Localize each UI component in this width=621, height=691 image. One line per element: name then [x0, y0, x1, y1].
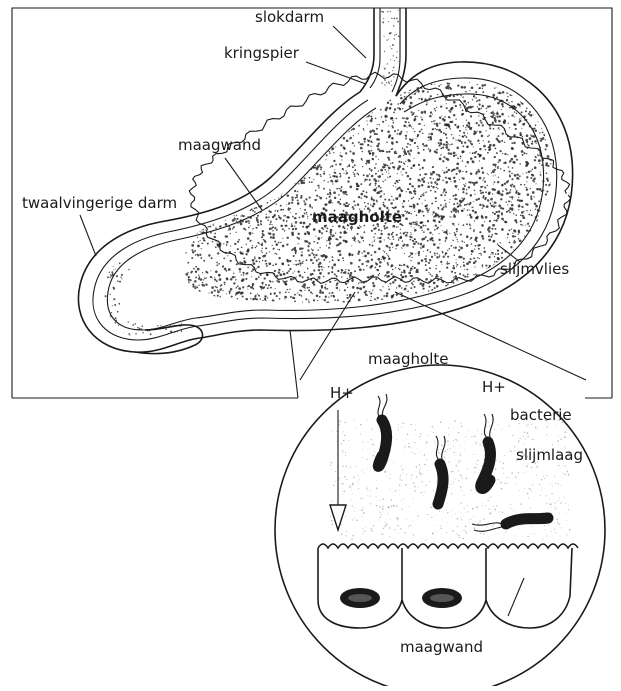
duodenum-stipple	[95, 254, 186, 344]
label-h-plus-right: H+	[482, 378, 506, 396]
label-maagholte-top: maagholte	[312, 208, 402, 226]
bacterium-4	[472, 518, 548, 531]
leader-lines	[80, 26, 520, 262]
bacterium-1	[378, 394, 387, 466]
label-twaalfvingerige-darm: twaalvingerige darm	[22, 194, 177, 212]
cell-2	[402, 548, 486, 628]
h-plus-arrow	[330, 410, 346, 530]
cell-2-nucleus-inner	[430, 594, 454, 602]
cell-row-top-edge	[318, 544, 578, 548]
bacterium-3	[481, 414, 493, 489]
label-maagwand-top: maagwand	[178, 136, 261, 154]
label-maagholte-circle: maagholte	[368, 350, 448, 368]
bacterium-2	[436, 436, 445, 504]
label-bacterie: bacterie	[510, 406, 572, 424]
zoom-lines	[290, 292, 586, 398]
cell-3	[486, 548, 572, 628]
esophagus	[360, 8, 406, 96]
cell-1-nucleus-inner	[348, 594, 372, 602]
label-slijmvlies: slijmvlies	[500, 260, 569, 278]
label-kringspier: kringspier	[224, 44, 300, 62]
label-maagwand-bottom: maagwand	[400, 638, 483, 656]
label-h-plus-left: H+	[330, 384, 354, 402]
label-slokdarm: slokdarm	[255, 8, 324, 26]
cell-3-inner-line	[508, 578, 524, 616]
label-slijmlaag: slijmlaag	[516, 446, 583, 464]
